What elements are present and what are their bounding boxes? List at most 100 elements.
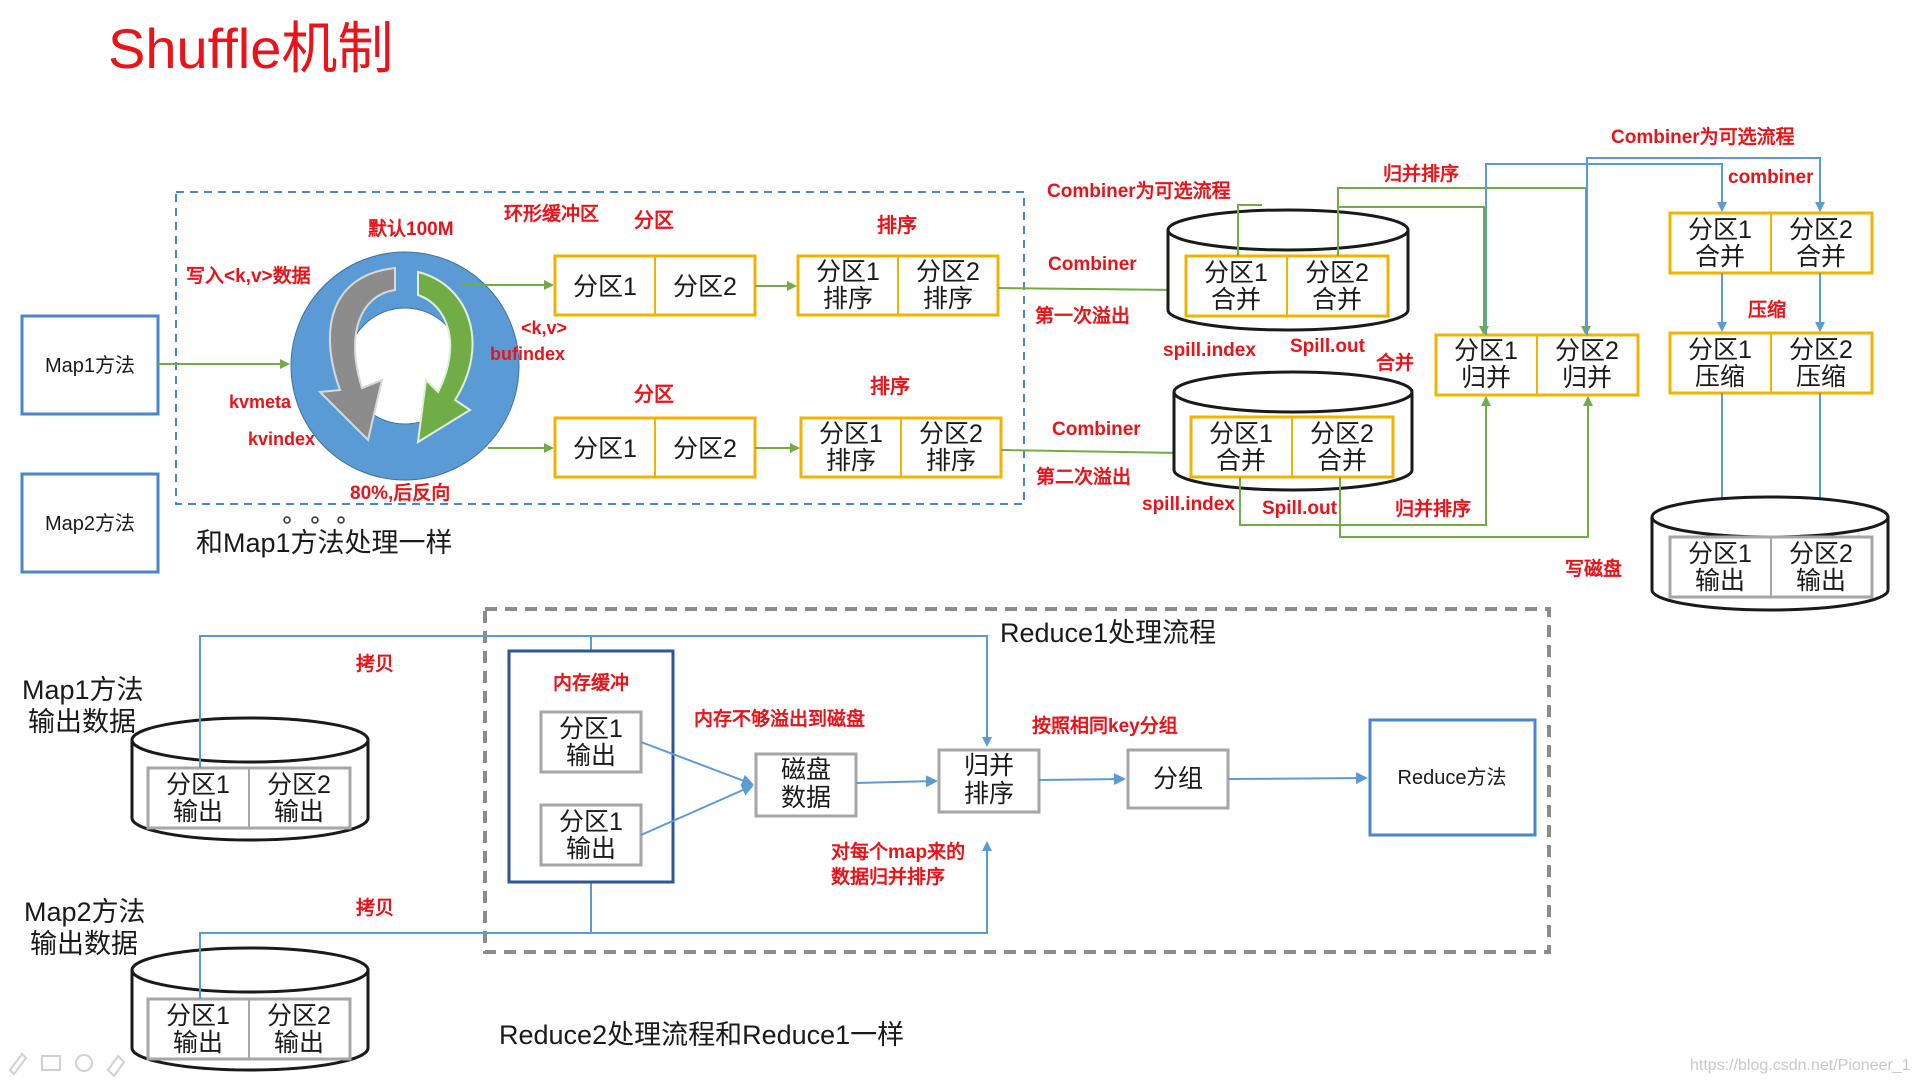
spill2-label: 第二次溢出 <box>1036 465 1131 488</box>
spill2-out-label: Spill.out <box>1262 498 1338 519</box>
ring-default-size: 默认100M <box>368 217 454 240</box>
merged-p2-line2: 归并 <box>1562 364 1612 392</box>
bufindex-label: bufindex <box>490 344 565 364</box>
spill1-p1-line1: 分区1 <box>1204 259 1268 287</box>
partition-label-1: 分区 <box>634 209 674 232</box>
map1-out-p1-line1: 分区1 <box>166 771 230 799</box>
map2-box: Map2方法 <box>20 472 160 574</box>
p2-sort-row2-line2: 排序 <box>926 447 976 475</box>
kvmeta-label: kvmeta <box>229 392 292 412</box>
merged-p1-line1: 分区1 <box>1454 337 1518 365</box>
merge-sort-box: 归并 排序 <box>937 748 1041 814</box>
map2-out-p1-line1: 分区1 <box>166 1002 230 1030</box>
merge-line-a <box>1237 204 1262 256</box>
map1-out-p2-line1: 分区2 <box>267 771 331 799</box>
map2-out-p1-line2: 输出 <box>173 1029 223 1057</box>
output-p2-line1: 分区2 <box>1789 540 1853 568</box>
memory-buffer-box: 内存缓冲 分区1 输出 分区1 输出 <box>507 649 675 884</box>
mem-p2-line2: 输出 <box>566 835 616 863</box>
partition-label-2: 分区 <box>634 383 674 406</box>
p2-sort-row2-line1: 分区2 <box>919 420 983 448</box>
mem1-to-disk-arrow <box>640 741 754 787</box>
overflow-to-disk-label: 内存不够溢出到磁盘 <box>694 707 865 730</box>
combiner-optional-label-2: Combiner为可选流程 <box>1611 125 1795 148</box>
merge-sort-label-top: 归并排序 <box>1383 162 1459 185</box>
reduce-method-label: Reduce方法 <box>1398 766 1507 789</box>
partition-2-cell: 分区2 <box>673 273 737 301</box>
page-title: Shuffle机制 <box>108 17 393 80</box>
map1-out-p2-line2: 输出 <box>274 798 324 826</box>
combiner-lower-label: combiner <box>1728 167 1814 188</box>
sort-label-2: 排序 <box>870 374 910 398</box>
compressed-p2-line1: 分区2 <box>1789 336 1853 364</box>
spill1-p2-line1: 分区2 <box>1305 259 1369 287</box>
slide-tool-icons <box>8 1052 126 1078</box>
copy-line-map2 <box>199 866 596 999</box>
sort-label-1: 排序 <box>877 213 917 237</box>
map2-out-p2-line1: 分区2 <box>267 1002 331 1030</box>
spill2-p1-line2: 合并 <box>1216 447 1266 475</box>
mem-p1-line2: 输出 <box>566 742 616 770</box>
reduce-title: Reduce1处理流程 <box>1000 618 1216 648</box>
output-p1-line2: 输出 <box>1695 567 1745 595</box>
map-region-border <box>175 191 1025 505</box>
sort-row-2: 分区1 排序 分区2 排序 <box>799 416 1003 479</box>
disk-data-line2: 数据 <box>781 784 831 812</box>
map2-output-label-line1: Map2方法 <box>24 897 146 927</box>
disk-data-box: 磁盘 数据 <box>754 752 858 818</box>
group-to-reduce-arrow <box>1227 772 1368 785</box>
pen-icon[interactable] <box>8 1052 28 1076</box>
kv-label: <k,v> <box>521 318 567 338</box>
combiner-optional-label-1: Combiner为可选流程 <box>1047 179 1231 202</box>
partition-row-1: 分区1 分区2 <box>553 254 757 317</box>
p1-sort-line2: 排序 <box>823 285 873 313</box>
mem-p2-line1: 分区1 <box>559 808 623 836</box>
spill2-p1-line1: 分区1 <box>1209 420 1273 448</box>
output-disk: 分区1 输出 分区2 输出 <box>1650 495 1890 612</box>
combined-p1-line2: 合并 <box>1695 243 1745 271</box>
mem2-to-disk-arrow <box>640 784 754 836</box>
group-by-key-label: 按照相同key分组 <box>1032 714 1178 737</box>
compressed-p2-line2: 压缩 <box>1796 363 1846 391</box>
compressed-p1-line1: 分区1 <box>1688 336 1752 364</box>
partition-1-cell-row2: 分区1 <box>573 435 637 463</box>
sort-row-1: 分区1 排序 分区2 排序 <box>796 254 1000 317</box>
copy-label-2: 拷贝 <box>356 896 394 919</box>
copy-line-map2-to-merge <box>591 841 992 934</box>
ellipsis-dots <box>283 516 345 524</box>
more-icon[interactable] <box>106 1054 126 1078</box>
map2-note: 和Map1方法处理一样 <box>196 528 453 558</box>
per-map-merge-line1: 对每个map来的 <box>831 840 965 863</box>
kvindex-label: kvindex <box>248 429 315 449</box>
combined-p2-line2: 合并 <box>1796 243 1846 271</box>
zoom-icon[interactable] <box>75 1054 93 1072</box>
kvmeta-arrow-shape <box>317 266 396 442</box>
combiner-label-1: Combiner <box>1048 254 1137 275</box>
map1-box: Map1方法 <box>20 314 160 416</box>
reduce-method-box: Reduce方法 <box>1368 718 1537 837</box>
slides-icon[interactable] <box>41 1055 61 1071</box>
copy-line-map1-to-merge <box>591 635 992 747</box>
spill2-index-label: spill.index <box>1142 494 1235 515</box>
disk-to-merge-arrow <box>855 775 938 788</box>
write-kv-label: 写入<k,v>数据 <box>186 264 311 287</box>
merged-p1-line2: 归并 <box>1461 364 1511 392</box>
write-disk-label: 写磁盘 <box>1565 557 1622 580</box>
spill1-out-label: Spill.out <box>1290 336 1366 357</box>
merge-line-c <box>1337 188 1489 336</box>
map1-output-label-line1: Map1方法 <box>22 675 144 705</box>
map1-output-label-line2: 输出数据 <box>28 707 136 737</box>
map1-out-p1-line2: 输出 <box>173 798 223 826</box>
spill1-p2-line2: 合并 <box>1312 286 1362 314</box>
output-p1-line1: 分区1 <box>1688 540 1752 568</box>
spill1-index-label: spill.index <box>1163 340 1256 361</box>
reverse-label: 80%,后反向 <box>350 481 450 504</box>
map1-output-disk: 分区1 输出 分区2 输出 <box>130 716 370 842</box>
compress-label: 压缩 <box>1748 298 1786 321</box>
merge-sort-line2: 排序 <box>964 780 1014 808</box>
merge-to-group-arrow <box>1038 773 1126 786</box>
spill2-arrow <box>1000 447 1184 458</box>
partition-row-2: 分区1 分区2 <box>553 416 757 479</box>
group-box: 分组 <box>1126 748 1230 810</box>
